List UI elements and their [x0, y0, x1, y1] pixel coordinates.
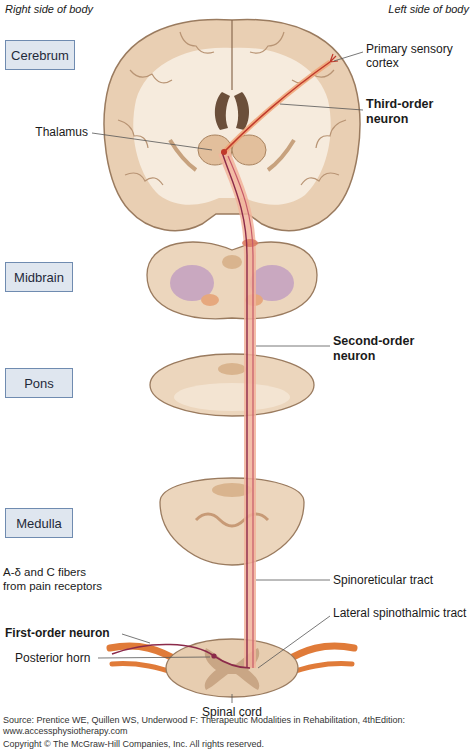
cerebrum-section	[215, 92, 249, 130]
leader-line	[258, 616, 330, 668]
leader-line	[232, 694, 233, 703]
region-box: Pons	[5, 368, 73, 398]
leader-line	[92, 133, 212, 150]
side-label-text: Right side of body	[5, 3, 93, 15]
third-order-neuron	[221, 149, 227, 155]
pons-section	[150, 354, 314, 416]
midbrain-section	[147, 242, 317, 319]
medulla-section	[160, 478, 304, 565]
midbrain-section	[147, 242, 317, 319]
third-order-neuron	[224, 62, 330, 152]
medulla-section	[160, 478, 304, 565]
region-box: Midbrain	[5, 262, 73, 292]
structure-label: Thalamus	[8, 125, 88, 139]
structure-label: Primary sensory cortex	[366, 42, 470, 70]
ascending-tract	[228, 156, 253, 668]
ascending-tract	[222, 152, 247, 668]
leader-line	[98, 657, 210, 658]
medulla-section	[196, 514, 268, 526]
third-order-neuron	[224, 62, 330, 152]
ascending-tract	[224, 152, 250, 668]
pons-section	[218, 363, 246, 375]
ascending-tract	[242, 239, 258, 247]
first-order-neuron	[211, 653, 216, 658]
region-box: Cerebrum	[5, 40, 75, 70]
region-box: Medulla	[5, 508, 73, 538]
midbrain-section	[222, 255, 242, 269]
side-label-text: Left side of body	[388, 3, 469, 15]
midbrain-section	[201, 294, 219, 306]
neuron-label-text: Third-order neuron	[366, 97, 433, 126]
copyright-note: Copyright © The McGraw-Hill Companies, I…	[3, 739, 443, 750]
spinal-cord-section	[166, 639, 298, 697]
structure-label-text: Primary sensory cortex	[366, 42, 453, 70]
region-name: Medulla	[16, 516, 62, 531]
side-label: Right side of body	[5, 3, 155, 16]
copyright-note-text: Copyright © The McGraw-Hill Companies, I…	[3, 739, 264, 749]
region-name: Cerebrum	[11, 48, 69, 63]
cerebrum-section	[231, 20, 232, 90]
structure-label: Posterior horn	[15, 651, 105, 665]
cerebrum-section	[104, 19, 360, 230]
leader-line	[92, 52, 363, 703]
first-order-neuron	[112, 644, 250, 668]
leader-line	[256, 580, 330, 581]
spinal-cord-section	[110, 639, 354, 697]
tract-label-text: Lateral spinothalmic tract	[333, 606, 466, 620]
tract-label: Spinoreticular tract	[333, 573, 471, 587]
neuron-label-text: First-order neuron	[5, 626, 110, 640]
first-order-neuron	[112, 644, 250, 668]
tract-label: Lateral spinothalmic tract	[333, 606, 471, 620]
neuron-label: Second-order neuron	[333, 334, 453, 364]
source-note-text: Source: Prentice WE, Quillen WS, Underwo…	[3, 715, 405, 736]
fiber-label: A-δ and C fibers from pain receptors	[3, 566, 107, 593]
side-label: Left side of body	[319, 3, 469, 16]
pons-section	[150, 354, 314, 416]
leader-line	[122, 634, 150, 643]
source-note: Source: Prentice WE, Quillen WS, Underwo…	[3, 715, 443, 736]
leader-line	[256, 346, 330, 347]
leader-line	[280, 104, 363, 110]
tract-label-text: Spinoreticular tract	[333, 573, 433, 587]
structure-label-text: Thalamus	[35, 125, 88, 139]
neuron-label-text: Second-order neuron	[333, 334, 414, 363]
region-name: Pons	[24, 376, 54, 391]
region-name: Midbrain	[14, 270, 64, 285]
third-order-neuron	[221, 54, 338, 155]
leader-line	[334, 52, 363, 61]
ascending-tract	[222, 152, 258, 668]
structure-label-text: Posterior horn	[15, 651, 90, 665]
neuron-label: First-order neuron	[5, 626, 125, 640]
neuron-label: Third-order neuron	[366, 97, 470, 127]
cerebrum-section	[104, 19, 360, 230]
fiber-label-text: A-δ and C fibers from pain receptors	[3, 566, 102, 592]
pons-section	[174, 383, 290, 411]
